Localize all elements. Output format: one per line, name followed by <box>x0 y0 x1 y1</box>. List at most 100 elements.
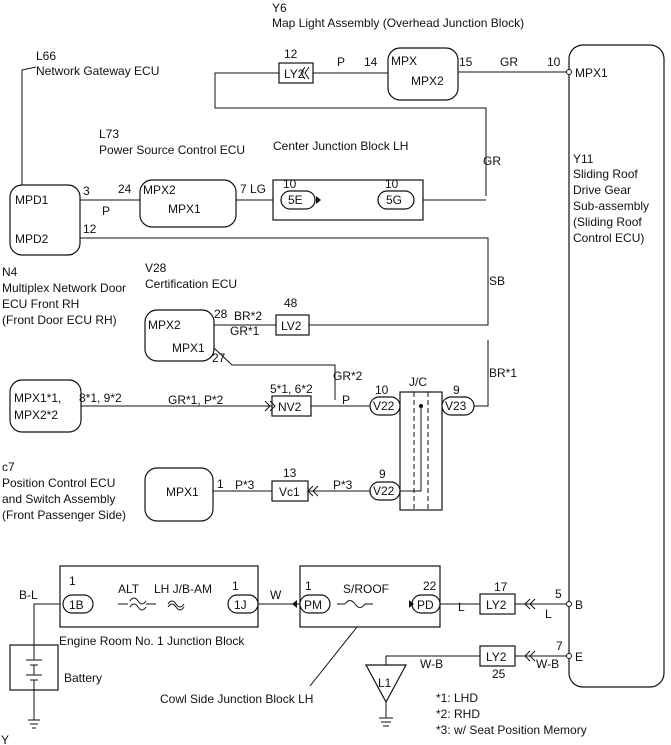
chevron-ly2-b <box>524 598 536 610</box>
conn-v22-bottom <box>369 481 401 501</box>
label-pm: PM <box>304 598 322 612</box>
fuse-alt-icon <box>118 597 156 611</box>
num-1-1j: 1 <box>232 579 239 593</box>
num-48: 48 <box>284 296 298 310</box>
wire-label-sb: SB <box>489 274 505 288</box>
label-ly2-top: LY2 <box>284 67 305 81</box>
label-v22-top: V22 <box>373 399 395 413</box>
num-13: 13 <box>283 466 297 480</box>
y11-line1: Sliding Roof <box>573 167 638 181</box>
y11-line4: (Sliding Roof <box>573 215 642 229</box>
conn-1j <box>227 594 259 614</box>
wire-gr2 <box>213 347 336 400</box>
jc-splice <box>419 404 423 408</box>
wire-label-w: W <box>270 588 282 602</box>
label-1j: 1J <box>234 598 247 612</box>
l1-ground-point <box>364 664 408 704</box>
fuse-lhjbam: LH J/B-AM <box>154 582 212 596</box>
wire-label-bl: B-L <box>19 588 38 602</box>
wire-label-l-a: L <box>458 600 465 614</box>
num-9-v22: 9 <box>379 467 386 481</box>
n4-code: N4 <box>2 265 18 279</box>
pin-mpx1-y11 <box>566 69 572 75</box>
conn-5e <box>280 190 316 210</box>
l73-name: Power Source Control ECU <box>99 143 245 157</box>
fuse-lh-icon <box>167 600 185 611</box>
conn-ly2-e <box>479 645 516 667</box>
conn-ly2-b <box>479 593 516 615</box>
wire-p-loop <box>214 72 487 196</box>
label-ly2-e: LY2 <box>486 650 507 664</box>
num-10-y11: 10 <box>547 55 561 69</box>
y11-line2: Drive Gear <box>573 183 631 197</box>
wire-label-br2: BR*2 <box>234 309 262 323</box>
pin-mpx1-l73: MPX1 <box>168 202 201 216</box>
pin-mpx1-y11-label: MPX1 <box>575 66 608 80</box>
l73-code: L73 <box>99 127 119 141</box>
label-l1: L1 <box>378 676 392 690</box>
num-nv2-pins: 5*1, 6*2 <box>270 382 313 396</box>
wire-label-gr2: GR*2 <box>333 369 363 383</box>
erjb-name: Engine Room No. 1 Junction Block <box>59 634 245 648</box>
y11-ecu-body <box>568 44 665 688</box>
label-v23: V23 <box>445 399 467 413</box>
n4-door-ecu <box>9 379 82 433</box>
connectors <box>62 62 536 667</box>
pin-mpx2-v28: MPX2 <box>148 318 181 332</box>
cjb-name: Center Junction Block LH <box>273 139 408 153</box>
num-27: 27 <box>212 351 226 365</box>
jc-dashes <box>413 392 429 510</box>
wire-label-gr1: GR*1 <box>230 324 260 338</box>
num-9-v23: 9 <box>453 383 460 397</box>
leader-cowl <box>309 626 358 687</box>
conn-v22-top <box>369 396 401 416</box>
pin-mpx2-y6: MPX2 <box>411 74 444 88</box>
label-5e: 5E <box>288 193 303 207</box>
chevron-ly2-e <box>524 650 536 662</box>
fuse-sroof-icon <box>337 600 373 608</box>
wire-label-wb-b: W-B <box>536 657 559 671</box>
label-vc1: Vc1 <box>279 485 300 499</box>
pin-mpd1: MPD1 <box>15 193 49 207</box>
wire-label-gr-vertical: GR <box>483 154 501 168</box>
num-24: 24 <box>118 182 132 196</box>
note-lhd: *1: LHD <box>436 691 478 705</box>
pin-b-label: B <box>575 598 583 612</box>
v28-name: Certification ECU <box>145 277 237 291</box>
label-1b: 1B <box>69 598 84 612</box>
pin-mpx1-v28: MPX1 <box>172 341 205 355</box>
leader-l66 <box>21 66 37 185</box>
num-1-c7: 1 <box>217 477 224 491</box>
l66-name: Network Gateway ECU <box>36 64 159 78</box>
num-14: 14 <box>364 55 378 69</box>
y11-line5: Control ECU) <box>573 231 644 245</box>
chevron-ly2-top <box>300 66 310 80</box>
footer-mark: Y <box>1 733 9 745</box>
label-lv2: LV2 <box>281 319 302 333</box>
wire-label-br1: BR*1 <box>489 366 517 380</box>
label-5g: 5G <box>386 193 402 207</box>
wire-label-gr1p2: GR*1, P*2 <box>168 393 224 407</box>
c7-line3: (Front Passenger Side) <box>2 508 126 522</box>
num-22: 22 <box>423 579 437 593</box>
wire-bl <box>33 603 60 645</box>
c7-line1: Position Control ECU <box>2 476 115 490</box>
num-10-5e: 10 <box>283 177 297 191</box>
pin-e-label: E <box>575 650 583 664</box>
y6-name: Map Light Assembly (Overhead Junction Bl… <box>272 16 524 30</box>
num-12-mpd2: 12 <box>83 222 97 236</box>
num-12-top: 12 <box>284 47 298 61</box>
num-25: 25 <box>492 667 506 681</box>
pin-n4-b: MPX2*2 <box>14 408 58 422</box>
note-seat-memory: *3: w/ Seat Position Memory <box>436 723 587 737</box>
c7-code: c7 <box>2 460 15 474</box>
wire-label-gr-top: GR <box>500 55 518 69</box>
pin-mpx1-c7: MPX1 <box>166 485 199 499</box>
label-nv2: NV2 <box>278 400 302 414</box>
y6-code: Y6 <box>272 1 287 15</box>
conn-pm <box>299 594 331 614</box>
conn-nv2 <box>271 395 312 417</box>
ground-l1 <box>379 702 393 727</box>
n4-line2: ECU Front RH <box>2 297 79 311</box>
label-pd: PD <box>417 598 434 612</box>
